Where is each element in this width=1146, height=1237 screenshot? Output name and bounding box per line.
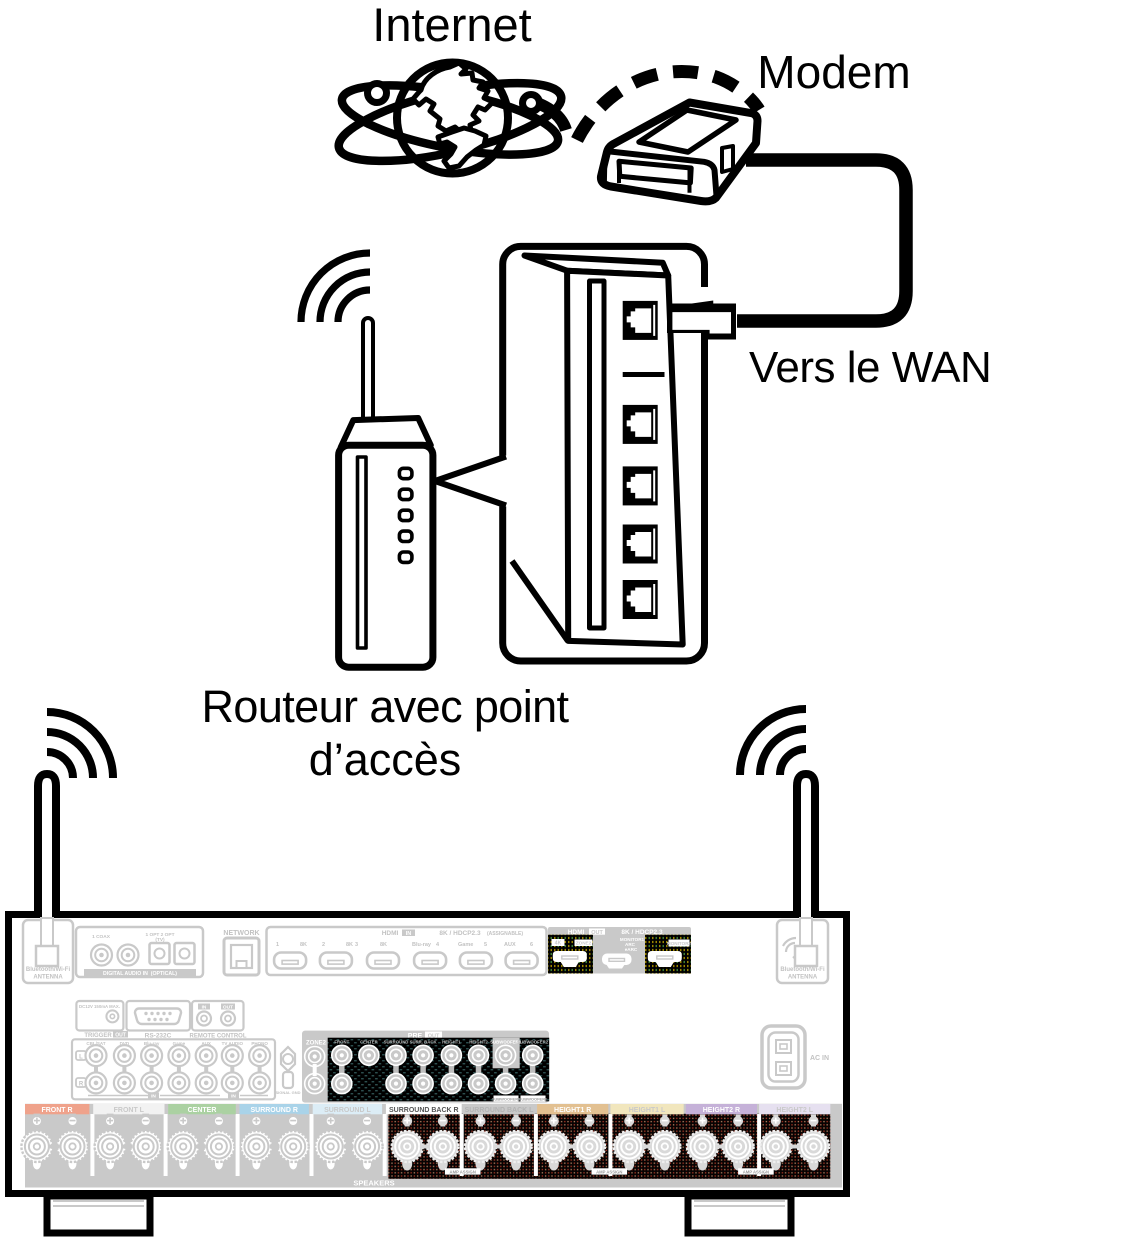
svg-text:6: 6: [530, 942, 533, 948]
svg-text:AMP ASSIGN: AMP ASSIGN: [743, 1169, 769, 1174]
svg-text:MONITOR2: MONITOR2: [667, 941, 692, 946]
svg-text:R: R: [79, 1082, 84, 1088]
svg-text:CENTER: CENTER: [188, 1107, 217, 1114]
svg-text:1 COAX: 1 COAX: [92, 934, 111, 940]
svg-text:8K: 8K: [346, 942, 353, 948]
svg-text:1: 1: [276, 942, 279, 948]
svg-text:Vers le WAN: Vers le WAN: [749, 343, 991, 392]
svg-text:Game: Game: [173, 1041, 186, 1046]
svg-text:SPEAKERS: SPEAKERS: [353, 1179, 394, 1188]
svg-text:OUT: OUT: [223, 1005, 233, 1011]
svg-text:HEIGHT2 L: HEIGHT2 L: [776, 1107, 813, 1114]
svg-text:AUX: AUX: [201, 1041, 211, 1046]
svg-text:Routeur avec point: Routeur avec point: [202, 681, 570, 732]
svg-text:OUT: OUT: [591, 930, 603, 936]
svg-text:Bluetooth/Wi-Fi: Bluetooth/Wi-Fi: [780, 967, 825, 973]
svg-text:REMOTE CONTROL: REMOTE CONTROL: [190, 1034, 247, 1040]
svg-text:4: 4: [436, 942, 440, 948]
svg-text:AUX: AUX: [504, 942, 516, 948]
svg-text:SUBWOOFER1: SUBWOOFER1: [490, 1040, 521, 1045]
svg-text:8K / HDCP2.3: 8K / HDCP2.3: [439, 930, 481, 937]
svg-text:Blu-ray: Blu-ray: [412, 942, 432, 948]
svg-text:CENTER: CENTER: [360, 1040, 379, 1045]
svg-text:Modem: Modem: [757, 46, 910, 98]
svg-text:1 OPT 2 OPT: 1 OPT 2 OPT: [145, 932, 174, 938]
svg-text:HEIGHT2: HEIGHT2: [469, 1040, 488, 1045]
svg-text:IN: IN: [231, 1094, 236, 1100]
svg-text:FRONT R: FRONT R: [41, 1107, 72, 1114]
svg-text:ZONE2: ZONE2: [306, 1041, 327, 1047]
svg-text:CBL/SAT: CBL/SAT: [86, 1041, 105, 1046]
svg-text:TRIGGER: TRIGGER: [84, 1033, 112, 1039]
svg-text:ZONE2: ZONE2: [576, 941, 592, 946]
svg-text:DVD: DVD: [120, 1041, 130, 1046]
svg-text:IN: IN: [406, 931, 412, 937]
svg-text:DIGITAL AUDIO IN (OPTICAL): DIGITAL AUDIO IN (OPTICAL): [103, 971, 177, 977]
svg-text:SUBWOOFER1: SUBWOOFER1: [492, 1096, 521, 1101]
svg-text:AMP ASSIGN: AMP ASSIGN: [596, 1169, 622, 1174]
svg-text:IN: IN: [151, 1094, 156, 1100]
svg-text:ANTENNA: ANTENNA: [788, 975, 818, 981]
svg-text:2: 2: [322, 942, 325, 948]
svg-text:PRE: PRE: [408, 1033, 423, 1040]
svg-text:eARC: eARC: [625, 947, 638, 952]
svg-text:SURROUND L: SURROUND L: [324, 1107, 371, 1114]
svg-text:HDMI: HDMI: [382, 930, 399, 937]
svg-text:OUT: OUT: [428, 1034, 440, 1040]
svg-text:HEIGHT1 L: HEIGHT1 L: [629, 1107, 666, 1114]
svg-text:SUBWOOFER2: SUBWOOFER2: [517, 1040, 548, 1045]
svg-text:NETWORK: NETWORK: [223, 930, 259, 937]
svg-text:SURROUND R: SURROUND R: [250, 1107, 297, 1114]
svg-text:SIGNAL GND: SIGNAL GND: [275, 1090, 300, 1095]
svg-text:ANTENNA: ANTENNA: [33, 975, 63, 981]
svg-text:FRONT L: FRONT L: [114, 1107, 145, 1114]
svg-text:8K: 8K: [380, 942, 387, 948]
svg-text:PHONO: PHONO: [251, 1041, 268, 1046]
svg-text:AC IN: AC IN: [810, 1055, 829, 1062]
svg-text:8K / HDCP2.3: 8K / HDCP2.3: [621, 929, 663, 936]
svg-text:SURROUND BACK R: SURROUND BACK R: [389, 1107, 459, 1114]
svg-text:3: 3: [355, 942, 358, 948]
svg-text:Game: Game: [458, 942, 473, 948]
svg-text:Blu-ray: Blu-ray: [144, 1041, 160, 1046]
svg-text:AMP ASSIGN: AMP ASSIGN: [450, 1169, 476, 1174]
svg-text:HDMI: HDMI: [568, 929, 585, 936]
svg-text:FRONT: FRONT: [334, 1040, 349, 1045]
svg-text:HEIGHT1: HEIGHT1: [442, 1040, 461, 1045]
svg-text:IN: IN: [202, 1005, 207, 1011]
svg-text:HEIGHT2 R: HEIGHT2 R: [703, 1107, 740, 1114]
svg-text:L: L: [79, 1055, 83, 1061]
svg-text:ARC: ARC: [625, 942, 636, 947]
svg-text:RS-232C: RS-232C: [145, 1033, 172, 1040]
svg-text:TV AUDIO: TV AUDIO: [222, 1041, 244, 1046]
svg-text:5: 5: [484, 942, 487, 948]
svg-text:DC12V 150mA MAX.: DC12V 150mA MAX.: [79, 1004, 120, 1009]
svg-text:SURR. BACK: SURR. BACK: [410, 1040, 438, 1045]
svg-text:HEIGHT1 R: HEIGHT1 R: [554, 1107, 591, 1114]
svg-text:SURROUND BACK L: SURROUND BACK L: [465, 1107, 535, 1114]
svg-text:SURROUND: SURROUND: [384, 1040, 409, 1045]
svg-text:SUBWOOFER2: SUBWOOFER2: [519, 1096, 548, 1101]
svg-text:4K: 4K: [555, 941, 562, 947]
svg-text:(ASSIGNABLE): (ASSIGNABLE): [487, 931, 523, 937]
svg-text:OUT: OUT: [115, 1033, 126, 1039]
svg-text:(TV): (TV): [155, 937, 165, 943]
svg-text:d’accès: d’accès: [309, 734, 462, 785]
svg-text:Bluetooth/Wi-Fi: Bluetooth/Wi-Fi: [26, 967, 71, 973]
svg-text:Internet: Internet: [372, 0, 531, 51]
svg-text:8K: 8K: [300, 942, 307, 948]
svg-text:MONITOR1: MONITOR1: [620, 937, 645, 942]
